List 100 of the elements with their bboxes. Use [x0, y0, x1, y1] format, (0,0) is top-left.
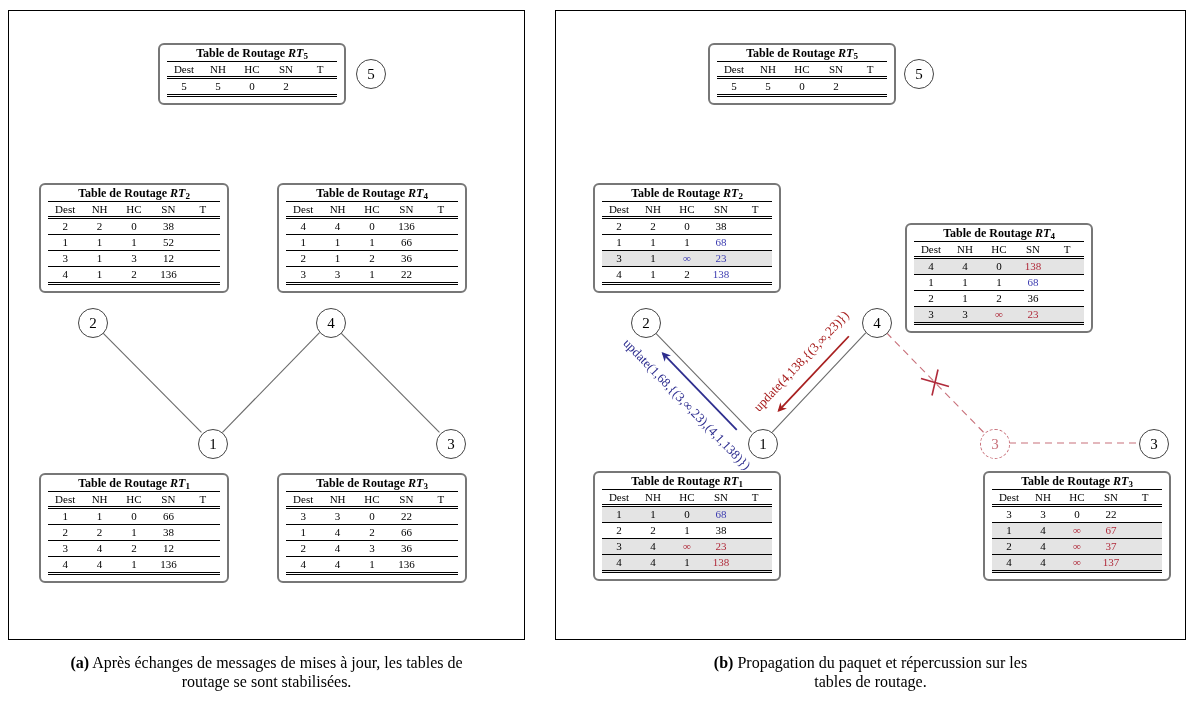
column-header: T: [315, 62, 325, 76]
table-cell-text: 38: [714, 523, 728, 538]
table-cell-text: 137: [1101, 555, 1121, 570]
table-cell-text: 136: [159, 557, 178, 572]
table-cell-text: 0: [368, 219, 376, 234]
table-cell-text: 4: [61, 267, 69, 282]
table-cell-text: 3: [333, 267, 342, 282]
table-cell-text: 0: [130, 509, 138, 524]
link-line: [771, 332, 867, 433]
table-cell-text: 3: [61, 541, 69, 556]
table-cell-text: ∞: [682, 539, 692, 554]
table-cell-text: 23: [1026, 307, 1040, 322]
table-title: Table de Routage RT$_{3}$: [316, 476, 428, 490]
table-cell-text: 2: [683, 267, 691, 282]
table-cell-text: 4: [299, 219, 307, 234]
column-header: NH: [644, 202, 662, 216]
column-header: NH: [90, 202, 109, 216]
table-cell-text: 1: [61, 235, 69, 250]
column-header: Dest: [292, 492, 315, 506]
link-line: [221, 332, 321, 433]
table-cell-text: 4: [333, 557, 342, 572]
table-cell-text: 38: [161, 219, 175, 234]
table-cell-text: 1: [299, 235, 307, 250]
table-cell-text: 0: [130, 219, 138, 234]
table-cell-text: 5: [764, 79, 772, 94]
column-header: T: [198, 202, 208, 216]
table-cell-text: 3: [299, 267, 307, 282]
table-cell-text: 138: [711, 267, 731, 282]
table-title: Table de Routage RT$_{5}$: [196, 46, 308, 60]
table-cell-text: 12: [161, 251, 175, 266]
table-cell-text: 1: [333, 235, 342, 250]
table-cell-text: 36: [399, 541, 413, 556]
column-header: SN: [1102, 490, 1120, 504]
table-cell-text: 22: [399, 509, 413, 524]
column-header: NH: [1034, 490, 1052, 504]
table-cell-text: 1: [130, 525, 138, 540]
table-cell-text: 2: [615, 219, 623, 234]
column-header: HC: [678, 202, 696, 216]
table-cell-text: 2: [1005, 539, 1013, 554]
table-cell-text: 68: [714, 507, 728, 522]
column-header: Dest: [919, 242, 943, 256]
table-cell-text: 1: [95, 509, 104, 524]
link-line: [340, 332, 440, 433]
table-cell-text: ∞: [682, 251, 692, 266]
column-header: T: [1062, 242, 1072, 256]
column-header: Dest: [722, 62, 746, 76]
routing-table: [158, 43, 346, 105]
link-line: [102, 332, 202, 433]
table-cell-text: 3: [1039, 507, 1047, 522]
table-cell-text: 3: [368, 541, 376, 556]
table-cell-text: 2: [299, 541, 307, 556]
table-cell-text: 2: [95, 525, 104, 540]
table-cell-text: 136: [159, 267, 178, 282]
column-header: SN: [827, 62, 845, 76]
column-header: Dest: [54, 202, 77, 216]
table-cell-text: 3: [1005, 507, 1013, 522]
column-header: T: [436, 202, 446, 216]
table-cell-text: 2: [130, 267, 138, 282]
table-cell-text: 1: [368, 557, 376, 572]
table-cell-text: 2: [61, 525, 69, 540]
table-cell-text: 1: [130, 235, 138, 250]
table-cell-text: 66: [161, 509, 175, 524]
table-cell-text: 2: [649, 219, 657, 234]
column-header: HC: [363, 202, 381, 216]
table-cell-text: 2: [95, 219, 104, 234]
table-cell-text: 3: [299, 509, 307, 524]
table-cell-text: 2: [649, 523, 657, 538]
table-cell-text: 12: [161, 541, 175, 556]
table-cell-text: 68: [714, 235, 728, 250]
table-cell-text: 0: [368, 509, 376, 524]
column-header: HC: [990, 242, 1008, 256]
routing-table: [593, 471, 781, 581]
table-cell-text: 2: [927, 291, 935, 306]
table-cell-text: 1: [368, 235, 376, 250]
table-cell-text: 2: [299, 251, 307, 266]
table-cell-text: 0: [798, 79, 806, 94]
table-cell-text: 3: [615, 251, 623, 266]
column-header: SN: [398, 202, 415, 216]
routing-table: [708, 43, 896, 105]
routing-table: [277, 473, 467, 583]
table-cell-text: 1: [130, 557, 138, 572]
table-cell-text: 4: [615, 555, 623, 570]
table-cell-text: 1: [649, 235, 657, 250]
table-cell-text: 1: [333, 251, 342, 266]
table-cell-text: 2: [282, 79, 290, 94]
table-cell-text: 4: [615, 267, 623, 282]
table-cell-text: 0: [248, 79, 256, 94]
link-line: [1008, 442, 1139, 444]
table-cell-text: 4: [1039, 539, 1047, 554]
table-cell-text: 0: [1073, 507, 1081, 522]
table-cell-text: 1: [927, 275, 935, 290]
column-header: Dest: [607, 490, 631, 504]
column-header: HC: [125, 202, 143, 216]
table-cell-text: 4: [61, 557, 69, 572]
table-cell-text: 136: [397, 557, 416, 572]
message-arrow: [661, 352, 738, 431]
table-cell-text: ∞: [1072, 539, 1082, 554]
table-cell-text: 4: [961, 259, 969, 274]
table-title: Table de Routage RT$_{3}$: [1021, 474, 1133, 488]
table-cell-text: 138: [1023, 259, 1043, 274]
